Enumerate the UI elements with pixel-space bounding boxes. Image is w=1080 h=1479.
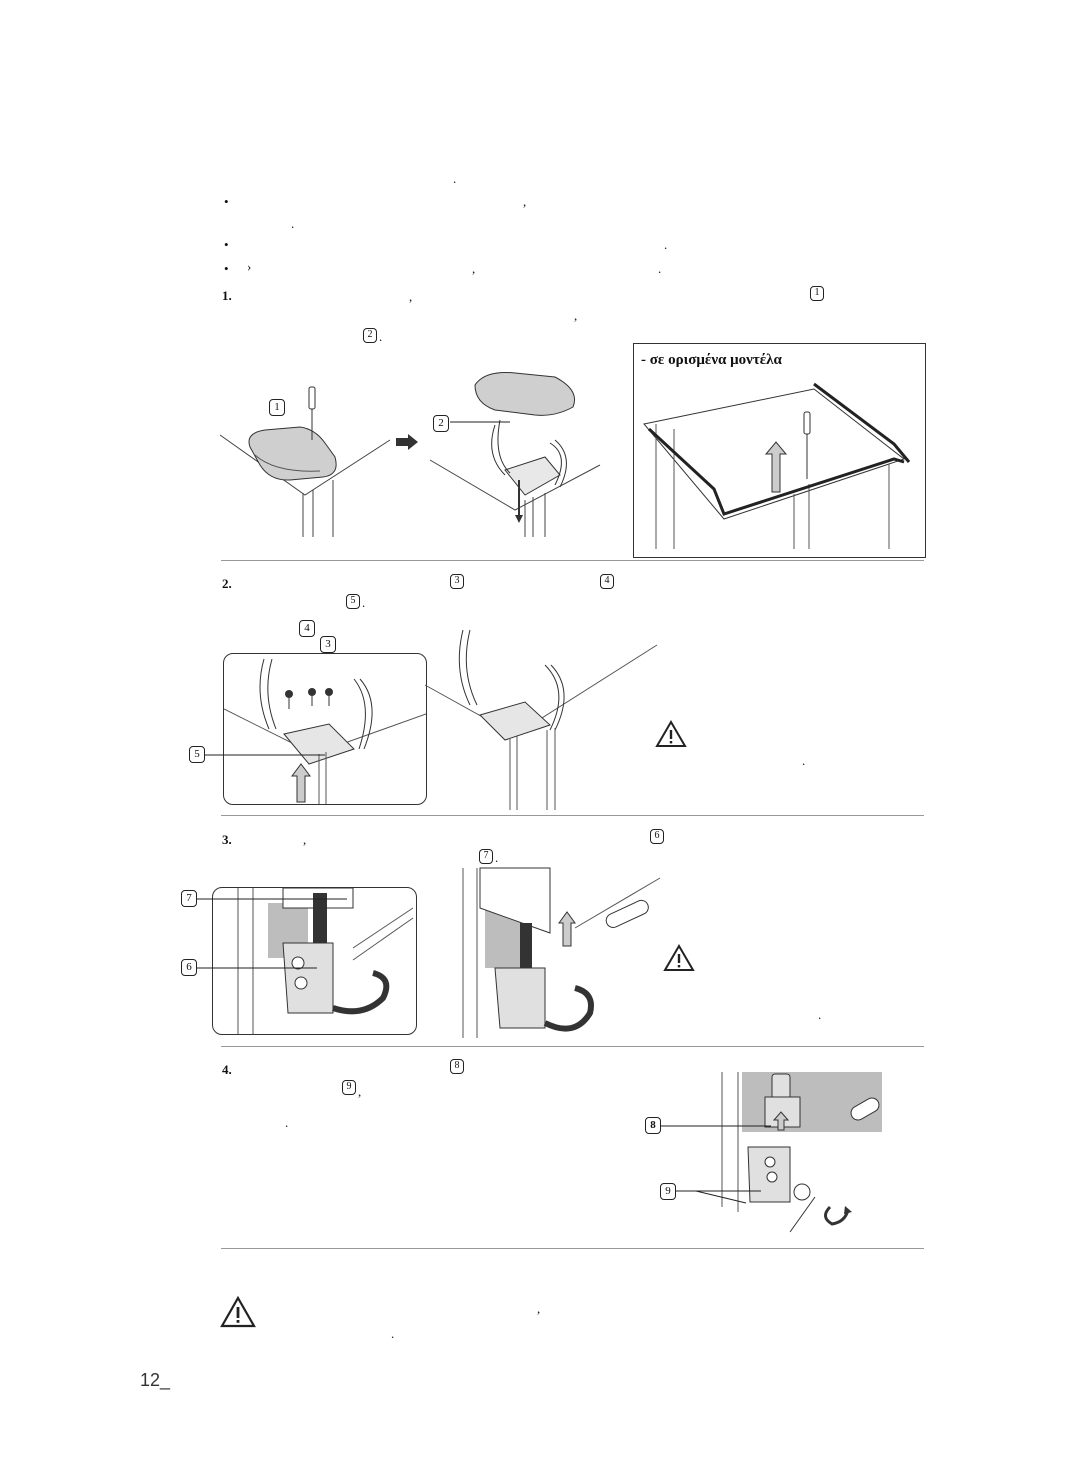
leader-line bbox=[197, 967, 317, 969]
frame-illustration bbox=[643, 382, 911, 549]
figure-3-label-7: 7 bbox=[181, 890, 197, 907]
figure-3-main bbox=[455, 867, 661, 1038]
step-4-number: 4. bbox=[222, 1062, 232, 1077]
bullet-1-comma: , bbox=[523, 194, 527, 209]
step-4-ref-8: 8 bbox=[450, 1059, 464, 1074]
figure-4-label-9: 9 bbox=[660, 1183, 676, 1200]
step-1-ref-2: 2 bbox=[363, 328, 377, 343]
step-2-ref-5: 5 bbox=[346, 594, 360, 609]
figure-3-main-illustration bbox=[462, 867, 661, 1038]
warning-icon bbox=[663, 944, 695, 971]
divider bbox=[221, 1046, 924, 1047]
figure-1b-label-2: 2 bbox=[433, 415, 449, 432]
warning-icon bbox=[220, 1295, 256, 1328]
bullet-3-mark: › bbox=[247, 259, 252, 274]
bullet-2-dot: . bbox=[664, 237, 668, 252]
figure-1-illustration bbox=[219, 386, 391, 537]
bullet-1-dot: . bbox=[291, 216, 295, 231]
step-2-ref-3: 3 bbox=[450, 574, 464, 589]
figure-3-detail-illustration bbox=[237, 888, 414, 1034]
figure-1-label-1: 1 bbox=[269, 399, 285, 416]
divider bbox=[221, 560, 924, 561]
step-3-ref-7: 7 bbox=[479, 849, 493, 864]
divider bbox=[221, 1248, 924, 1249]
step-2-warning-dot: . bbox=[802, 753, 806, 768]
leader-line bbox=[205, 754, 325, 756]
leader-line bbox=[197, 898, 347, 900]
bullet: • bbox=[224, 261, 229, 276]
figure-4-label-8: 8 bbox=[645, 1117, 661, 1134]
figure-2-label-4: 4 bbox=[299, 620, 315, 637]
arrow-right-icon bbox=[396, 434, 418, 450]
step-2-ref-4: 4 bbox=[600, 574, 614, 589]
step-4-dot: . bbox=[285, 1115, 289, 1130]
figure-2-main-illustration bbox=[424, 629, 658, 810]
footer-warning-comma: , bbox=[537, 1301, 541, 1316]
figure-3-detail bbox=[212, 887, 417, 1035]
bullet: • bbox=[224, 237, 229, 252]
step-2-number: 2. bbox=[222, 576, 232, 591]
figure-1-some-models: - σε ορισμένα μοντέλα bbox=[633, 343, 926, 558]
figure-2-detail-illustration bbox=[224, 658, 426, 804]
step-1-number: 1. bbox=[222, 288, 232, 303]
figure-1-cover-screw: 1 bbox=[215, 385, 395, 540]
figure-4 bbox=[720, 1072, 885, 1233]
figure-1-cover-removed: 2 bbox=[425, 365, 605, 540]
step-3-warning-dot: . bbox=[818, 1007, 822, 1022]
figure-1b-illustration bbox=[429, 372, 601, 537]
step-2-ref-5-suffix: . bbox=[362, 595, 366, 610]
step-1-ref-2-suffix: . bbox=[379, 329, 383, 344]
figure-2-main bbox=[424, 620, 658, 810]
step-3-number: 3. bbox=[222, 832, 232, 847]
intro-dot: . bbox=[453, 171, 457, 186]
figure-4-illustration bbox=[721, 1072, 882, 1233]
step-4-ref-9: 9 bbox=[342, 1080, 356, 1095]
leader-line bbox=[676, 1190, 761, 1204]
warning-icon bbox=[655, 720, 687, 747]
bullet-3-dot: . bbox=[658, 261, 662, 276]
bullet: • bbox=[224, 194, 229, 209]
footer-warning-dot: . bbox=[391, 1326, 395, 1341]
figure-3-label-6: 6 bbox=[181, 959, 197, 976]
bullet-3-comma: , bbox=[472, 261, 476, 276]
some-models-caption: - σε ορισμένα μοντέλα bbox=[641, 352, 782, 368]
figure-2-label-5: 5 bbox=[189, 746, 205, 763]
figure-2-label-3: 3 bbox=[320, 636, 336, 653]
divider bbox=[221, 815, 924, 816]
figure-2-detail bbox=[223, 653, 427, 805]
step-1-ref-1: 1 bbox=[810, 286, 824, 301]
page-number: 12_ bbox=[140, 1370, 171, 1390]
step-4-ref-9-suffix: , bbox=[358, 1084, 362, 1099]
step-3-comma: , bbox=[303, 832, 307, 847]
leader-line bbox=[450, 421, 510, 423]
leader-line bbox=[661, 1125, 771, 1127]
step-1-comma: , bbox=[409, 289, 413, 304]
step-3-ref-6: 6 bbox=[650, 829, 664, 844]
step-1-comma-2: , bbox=[574, 308, 578, 323]
step-3-ref-7-suffix: . bbox=[495, 850, 499, 865]
